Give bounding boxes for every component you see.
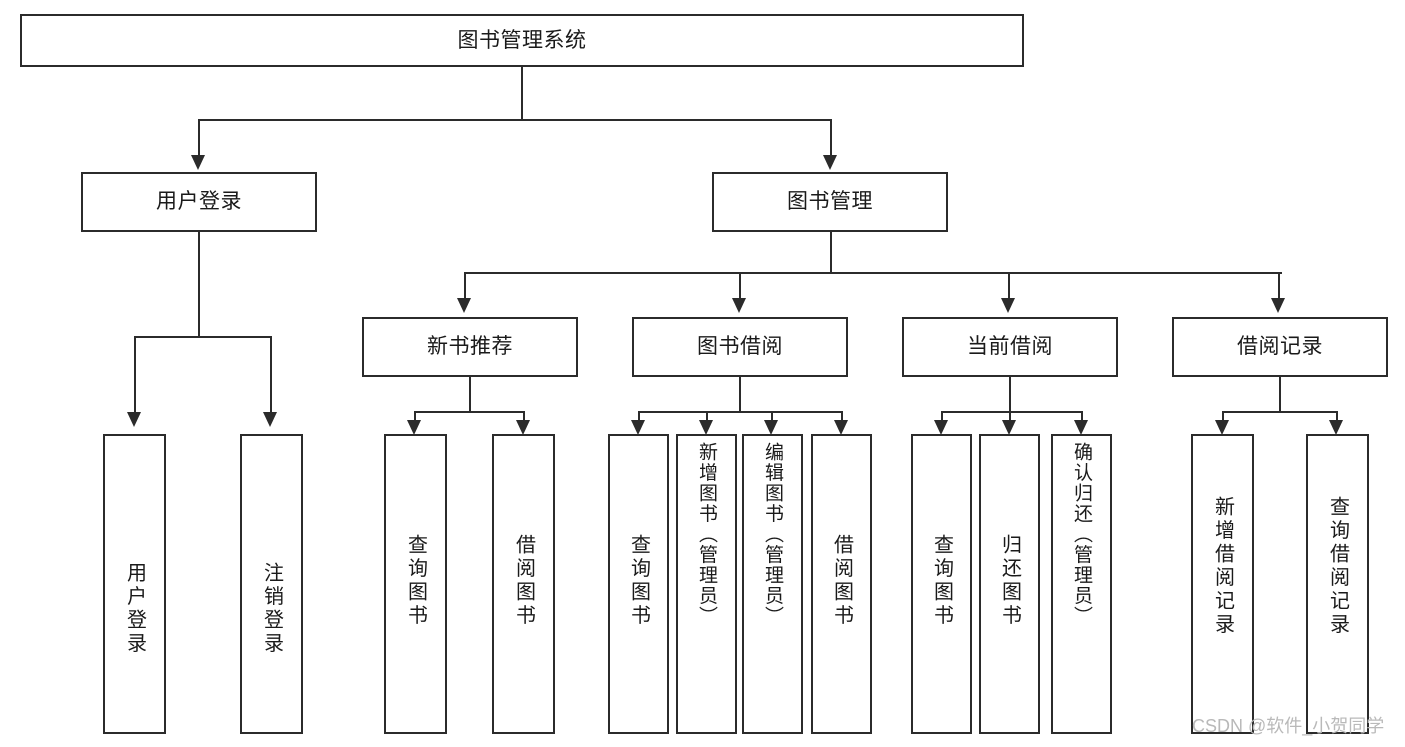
arrow-book-mgmt-to-book-borrow — [732, 298, 746, 313]
connector-current-borrow-leaf-1 — [1009, 411, 1012, 423]
leaf-label: 归还图书 — [998, 534, 1021, 628]
leaf-return-book[interactable]: 归还图书 — [979, 434, 1040, 734]
arrow-book-borrow-leaf-1 — [699, 420, 713, 435]
connector-user-login-leaf-0 — [134, 336, 137, 414]
connector-book-mgmt-to-borrow-record — [1278, 272, 1281, 300]
node-label: 新书推荐 — [427, 335, 513, 359]
connector-new-book-trunk — [469, 377, 472, 411]
arrow-borrow-record-leaf-1 — [1329, 420, 1343, 435]
leaf-label: 确认归还（管理员） — [1071, 442, 1092, 627]
connector-book-borrow-leaf-3 — [841, 411, 844, 423]
leaf-label: 编辑图书（管理员） — [762, 442, 783, 627]
node-book-borrow[interactable]: 图书借阅 — [632, 317, 848, 377]
leaf-label: 新增图书（管理员） — [696, 442, 717, 627]
node-label: 借阅记录 — [1237, 335, 1323, 359]
connector-current-borrow-leaf-2 — [1081, 411, 1084, 423]
leaf-user-login[interactable]: 用户登录 — [103, 434, 166, 734]
node-label: 当前借阅 — [967, 335, 1053, 359]
connector-book-mgmt-trunk — [830, 232, 833, 272]
arrow-book-mgmt-to-current-borrow — [1001, 298, 1015, 313]
leaf-logout[interactable]: 注销登录 — [240, 434, 303, 734]
arrow-current-borrow-leaf-2 — [1074, 420, 1088, 435]
leaf-label: 用户登录 — [123, 562, 146, 656]
connector-user-login-trunk — [198, 232, 201, 336]
leaf-label: 新增借阅记录 — [1211, 496, 1234, 637]
connector-user-login-leaf-1 — [270, 336, 273, 414]
connector-root-trunk — [521, 67, 524, 119]
arrow-borrow-record-leaf-0 — [1215, 420, 1229, 435]
connector-book-mgmt-to-book-borrow — [739, 272, 742, 300]
leaf-label: 注销登录 — [260, 562, 283, 656]
arrow-root-to-user-login — [191, 155, 205, 170]
node-new-book-recommend[interactable]: 新书推荐 — [362, 317, 578, 377]
leaf-borrow-book[interactable]: 借阅图书 — [811, 434, 872, 734]
connector-current-borrow-bus — [941, 411, 1083, 414]
leaf-new-book-borrow[interactable]: 借阅图书 — [492, 434, 555, 734]
node-user-login[interactable]: 用户登录 — [81, 172, 317, 232]
leaf-edit-book-admin[interactable]: 编辑图书（管理员） — [742, 434, 803, 734]
connector-new-book-leaf-0 — [414, 411, 417, 423]
connector-book-borrow-bus — [638, 411, 843, 414]
node-label: 用户登录 — [156, 190, 242, 214]
leaf-label: 查询图书 — [930, 534, 953, 628]
connector-borrow-record-trunk — [1279, 377, 1282, 411]
leaf-label: 借阅图书 — [830, 534, 853, 628]
node-book-management[interactable]: 图书管理 — [712, 172, 948, 232]
arrow-user-login-leaf-1 — [263, 412, 277, 427]
connector-user-login-bus — [134, 336, 271, 339]
node-current-borrow[interactable]: 当前借阅 — [902, 317, 1118, 377]
leaf-add-book-admin[interactable]: 新增图书（管理员） — [676, 434, 737, 734]
connector-current-borrow-trunk — [1009, 377, 1012, 411]
leaf-current-query-book[interactable]: 查询图书 — [911, 434, 972, 734]
connector-root-to-user-login — [198, 119, 201, 157]
arrow-user-login-leaf-0 — [127, 412, 141, 427]
connector-book-borrow-trunk — [739, 377, 742, 411]
arrow-book-borrow-leaf-3 — [834, 420, 848, 435]
node-label: 图书借阅 — [697, 335, 783, 359]
arrow-current-borrow-leaf-0 — [934, 420, 948, 435]
leaf-label: 查询借阅记录 — [1326, 496, 1349, 637]
connector-book-mgmt-bus — [464, 272, 1282, 275]
connector-borrow-record-leaf-0 — [1222, 411, 1225, 423]
node-label: 图书管理系统 — [457, 28, 587, 52]
connector-root-bus — [198, 119, 832, 122]
node-root-book-management-system[interactable]: 图书管理系统 — [20, 14, 1024, 67]
leaf-query-borrow-record[interactable]: 查询借阅记录 — [1306, 434, 1369, 734]
leaf-new-book-query[interactable]: 查询图书 — [384, 434, 447, 734]
arrow-book-mgmt-to-new-book — [457, 298, 471, 313]
arrow-new-book-leaf-1 — [516, 420, 530, 435]
arrow-book-borrow-leaf-2 — [764, 420, 778, 435]
connector-book-borrow-leaf-2 — [771, 411, 774, 423]
node-label: 图书管理 — [787, 190, 873, 214]
arrow-root-to-book-mgmt — [823, 155, 837, 170]
arrow-book-borrow-leaf-0 — [631, 420, 645, 435]
connector-book-mgmt-to-current-borrow — [1008, 272, 1011, 300]
connector-root-to-book-mgmt — [830, 119, 833, 157]
leaf-label: 查询图书 — [627, 534, 650, 628]
connector-book-mgmt-to-new-book — [464, 272, 467, 300]
connector-new-book-leaf-1 — [523, 411, 526, 423]
leaf-label: 借阅图书 — [512, 534, 535, 628]
leaf-label: 查询图书 — [404, 534, 427, 628]
leaf-borrow-query-book[interactable]: 查询图书 — [608, 434, 669, 734]
leaf-add-borrow-record[interactable]: 新增借阅记录 — [1191, 434, 1254, 734]
connector-borrow-record-bus — [1222, 411, 1338, 414]
connector-book-borrow-leaf-0 — [638, 411, 641, 423]
connector-book-borrow-leaf-1 — [706, 411, 709, 423]
node-borrow-record[interactable]: 借阅记录 — [1172, 317, 1388, 377]
connector-new-book-bus — [414, 411, 525, 414]
arrow-new-book-leaf-0 — [407, 420, 421, 435]
leaf-confirm-return-admin[interactable]: 确认归还（管理员） — [1051, 434, 1112, 734]
connector-current-borrow-leaf-0 — [941, 411, 944, 423]
connector-borrow-record-leaf-1 — [1336, 411, 1339, 423]
arrow-book-mgmt-to-borrow-record — [1271, 298, 1285, 313]
arrow-current-borrow-leaf-1 — [1002, 420, 1016, 435]
